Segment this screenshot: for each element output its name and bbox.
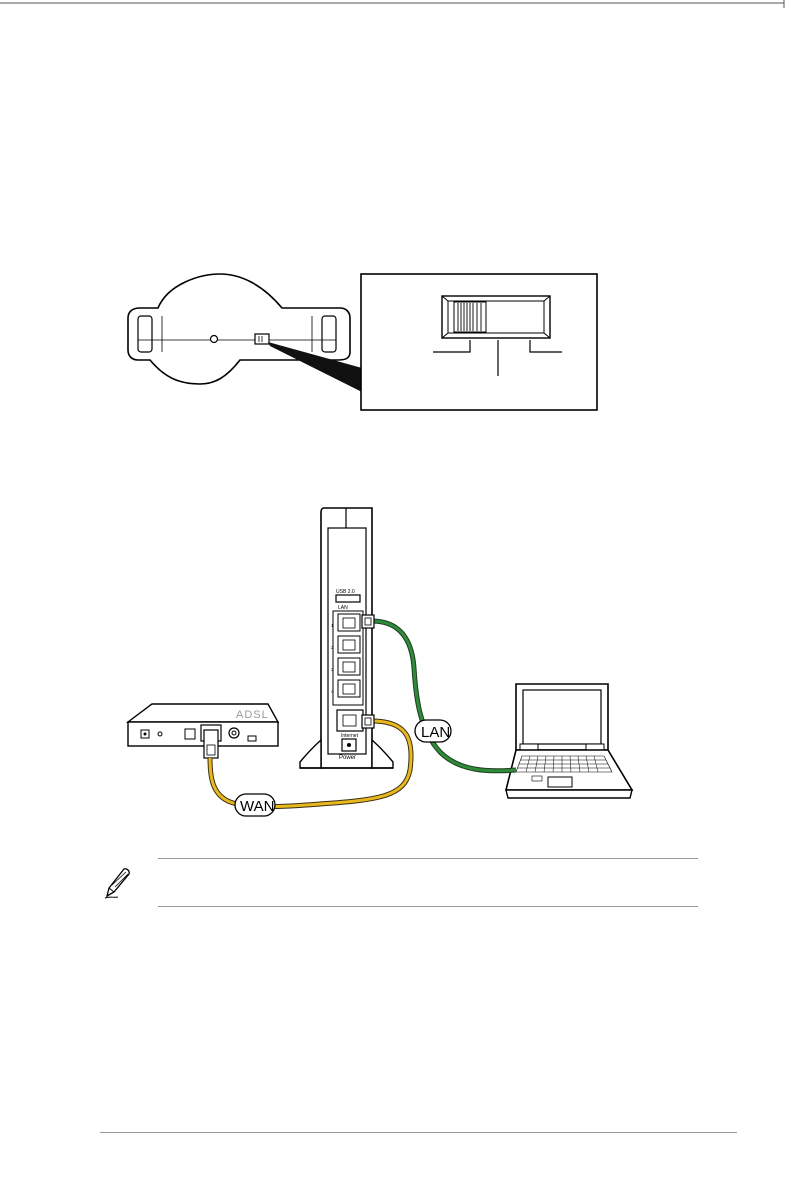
usb-label: USB 2.0 [336,589,355,595]
modem-brand-label: ADSL [236,709,269,721]
usb-port[interactable] [336,595,360,602]
laptop [506,684,632,798]
wan-port-label: Internet [341,733,359,739]
pencil-note-icon [102,866,132,900]
lan-port-1[interactable] [338,614,360,631]
lan-cable [362,615,516,771]
lan-ports-label: LAN [338,605,348,611]
laptop-touchpad [548,777,572,787]
footer-rule [100,1132,737,1133]
adsl-modem: ADSL [128,704,278,758]
lan-port-4[interactable] [338,680,360,697]
lan-cable-label: LAN [415,720,451,742]
power-label: Power [339,755,356,761]
router-bottom-view [128,274,362,392]
wan-cable-label-text: WAN [240,798,274,815]
switch-callout [361,274,597,410]
lan-port-3[interactable] [338,658,360,675]
lan-port-2[interactable] [338,636,360,653]
lan-cable-label-text: LAN [421,724,450,741]
note-bottom-rule [158,906,698,907]
wan-port[interactable] [337,710,363,731]
router-back-panel: USB 2.0 LAN 1 2 3 4 Internet P [300,508,393,768]
wan-cable-label: WAN [235,794,275,816]
note-top-rule [158,858,698,859]
